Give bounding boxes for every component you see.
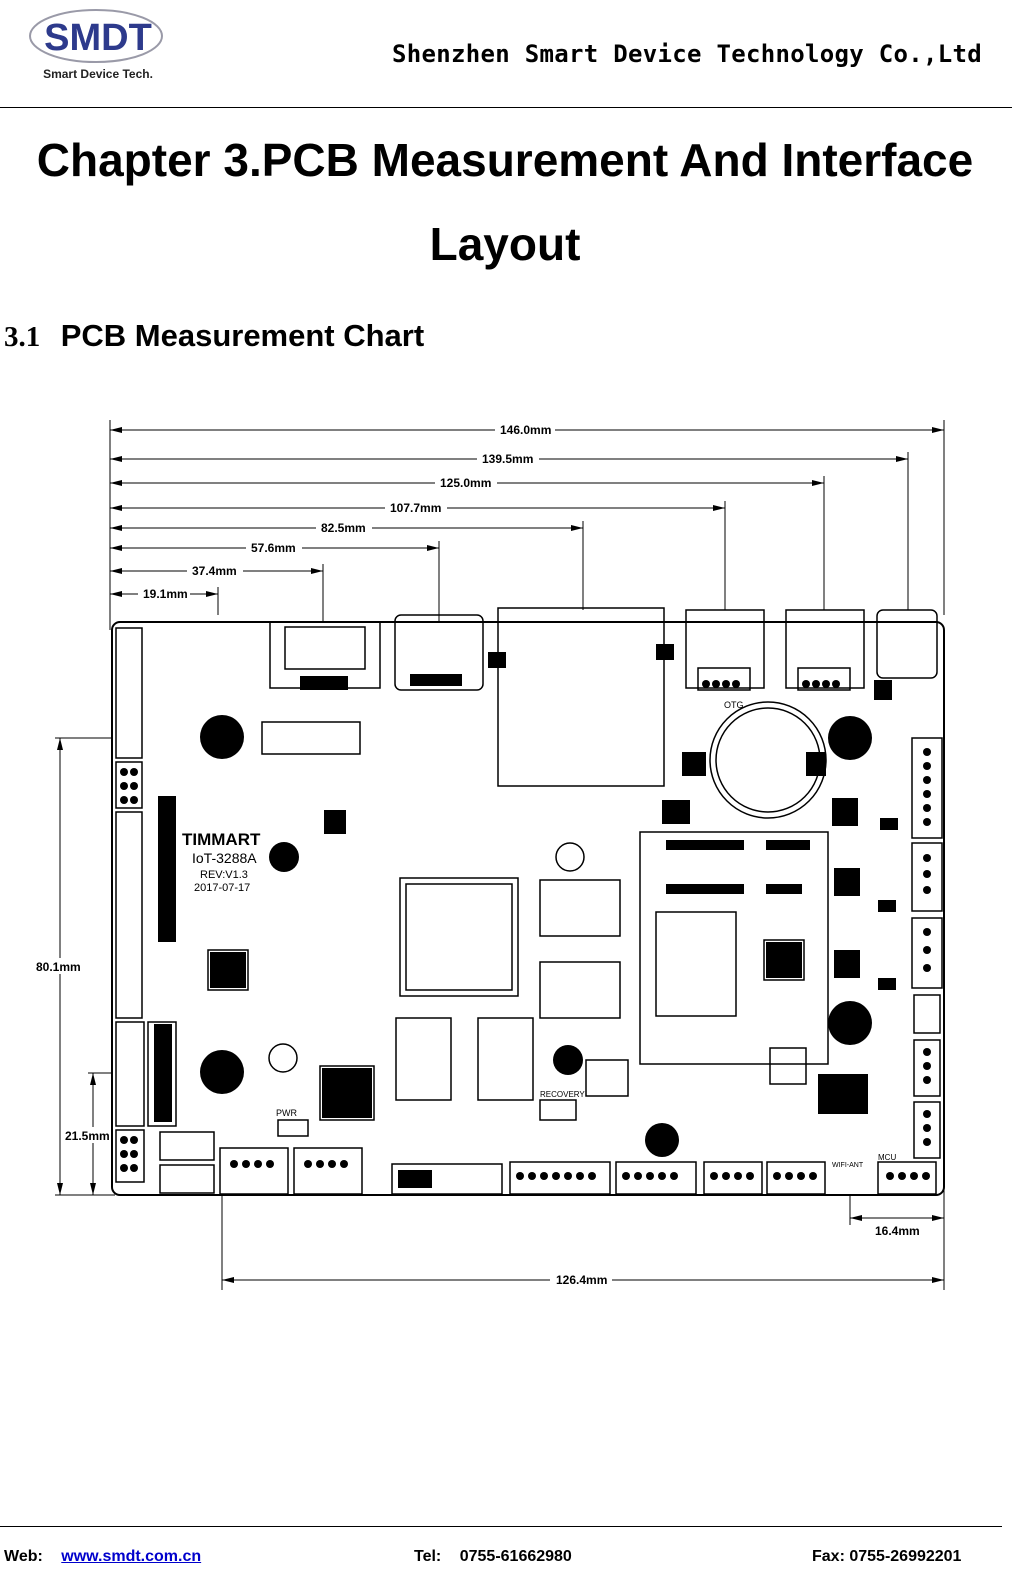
pcb-board-outline: [111, 621, 945, 1196]
dim-107: 107.7mm: [390, 501, 441, 515]
dim-125: 125.0mm: [440, 476, 491, 490]
chapter-title-line-2: Layout: [429, 218, 581, 270]
dim-146: 146.0mm: [500, 423, 551, 437]
silk-wifi: WIFI-ANT: [832, 1162, 864, 1169]
company-name: Shenzhen Smart Device Technology Co.,Ltd: [392, 40, 982, 68]
section-heading: 3.1 PCB Measurement Chart: [4, 318, 424, 354]
logo-subtitle: Smart Device Tech.: [43, 67, 153, 81]
footer-fax: Fax: 0755-26992201: [812, 1548, 962, 1565]
chapter-title: Chapter 3.PCB Measurement And Interface …: [0, 118, 1010, 286]
silk-model: IoT-3288A: [192, 850, 257, 866]
silk-recovery: RECOVERY: [540, 1090, 585, 1099]
pcb-measurement-drawing: 146.0mm 139.5mm 125.0mm 107.7mm 82.5mm 5…: [33, 420, 945, 1290]
web-link[interactable]: www.smdt.com.cn: [61, 1548, 202, 1565]
section-number: 3.1: [4, 321, 41, 353]
dim-126: 126.4mm: [556, 1273, 607, 1287]
dim-21: 21.5mm: [65, 1129, 110, 1143]
mount-hole-4: [828, 1001, 872, 1045]
chapter-title-line-1: Chapter 3.PCB Measurement And Interface: [36, 134, 974, 186]
dim-82: 82.5mm: [321, 521, 366, 535]
web-label: Web:: [4, 1548, 43, 1565]
silk-otg: OTG: [724, 700, 744, 710]
dim-80: 80.1mm: [36, 960, 81, 974]
footer-web: Web: www.smdt.com.cn: [4, 1548, 201, 1566]
silk-rev: REV:V1.3: [200, 869, 248, 881]
dim-57: 57.6mm: [251, 541, 296, 555]
tel-value: 0755-61662980: [459, 1548, 572, 1565]
dim-19: 19.1mm: [143, 587, 188, 601]
section-title: PCB Measurement Chart: [60, 318, 425, 353]
silk-mcu: MCU: [878, 1153, 896, 1162]
tel-label: Tel:: [414, 1548, 442, 1565]
dim-139: 139.5mm: [482, 452, 533, 466]
header-divider: [0, 107, 1012, 108]
mount-hole-1: [200, 715, 244, 759]
silk-brand: TIMMART: [182, 830, 261, 849]
company-logo: SMDT Smart Device Tech.: [29, 9, 163, 81]
page-header: SMDT Smart Device Tech. Shenzhen Smart D…: [0, 0, 1021, 110]
mount-hole-3: [200, 1050, 244, 1094]
footer-divider: [0, 1526, 1002, 1527]
footer-tel: Tel: 0755-61662980: [414, 1548, 572, 1566]
dim-37: 37.4mm: [192, 564, 237, 578]
silk-pwr: PWR: [276, 1108, 297, 1118]
logo-text: SMDT: [44, 17, 152, 59]
mount-hole-2: [828, 716, 872, 760]
silk-date: 2017-07-17: [194, 882, 250, 894]
dim-16: 16.4mm: [875, 1224, 920, 1238]
